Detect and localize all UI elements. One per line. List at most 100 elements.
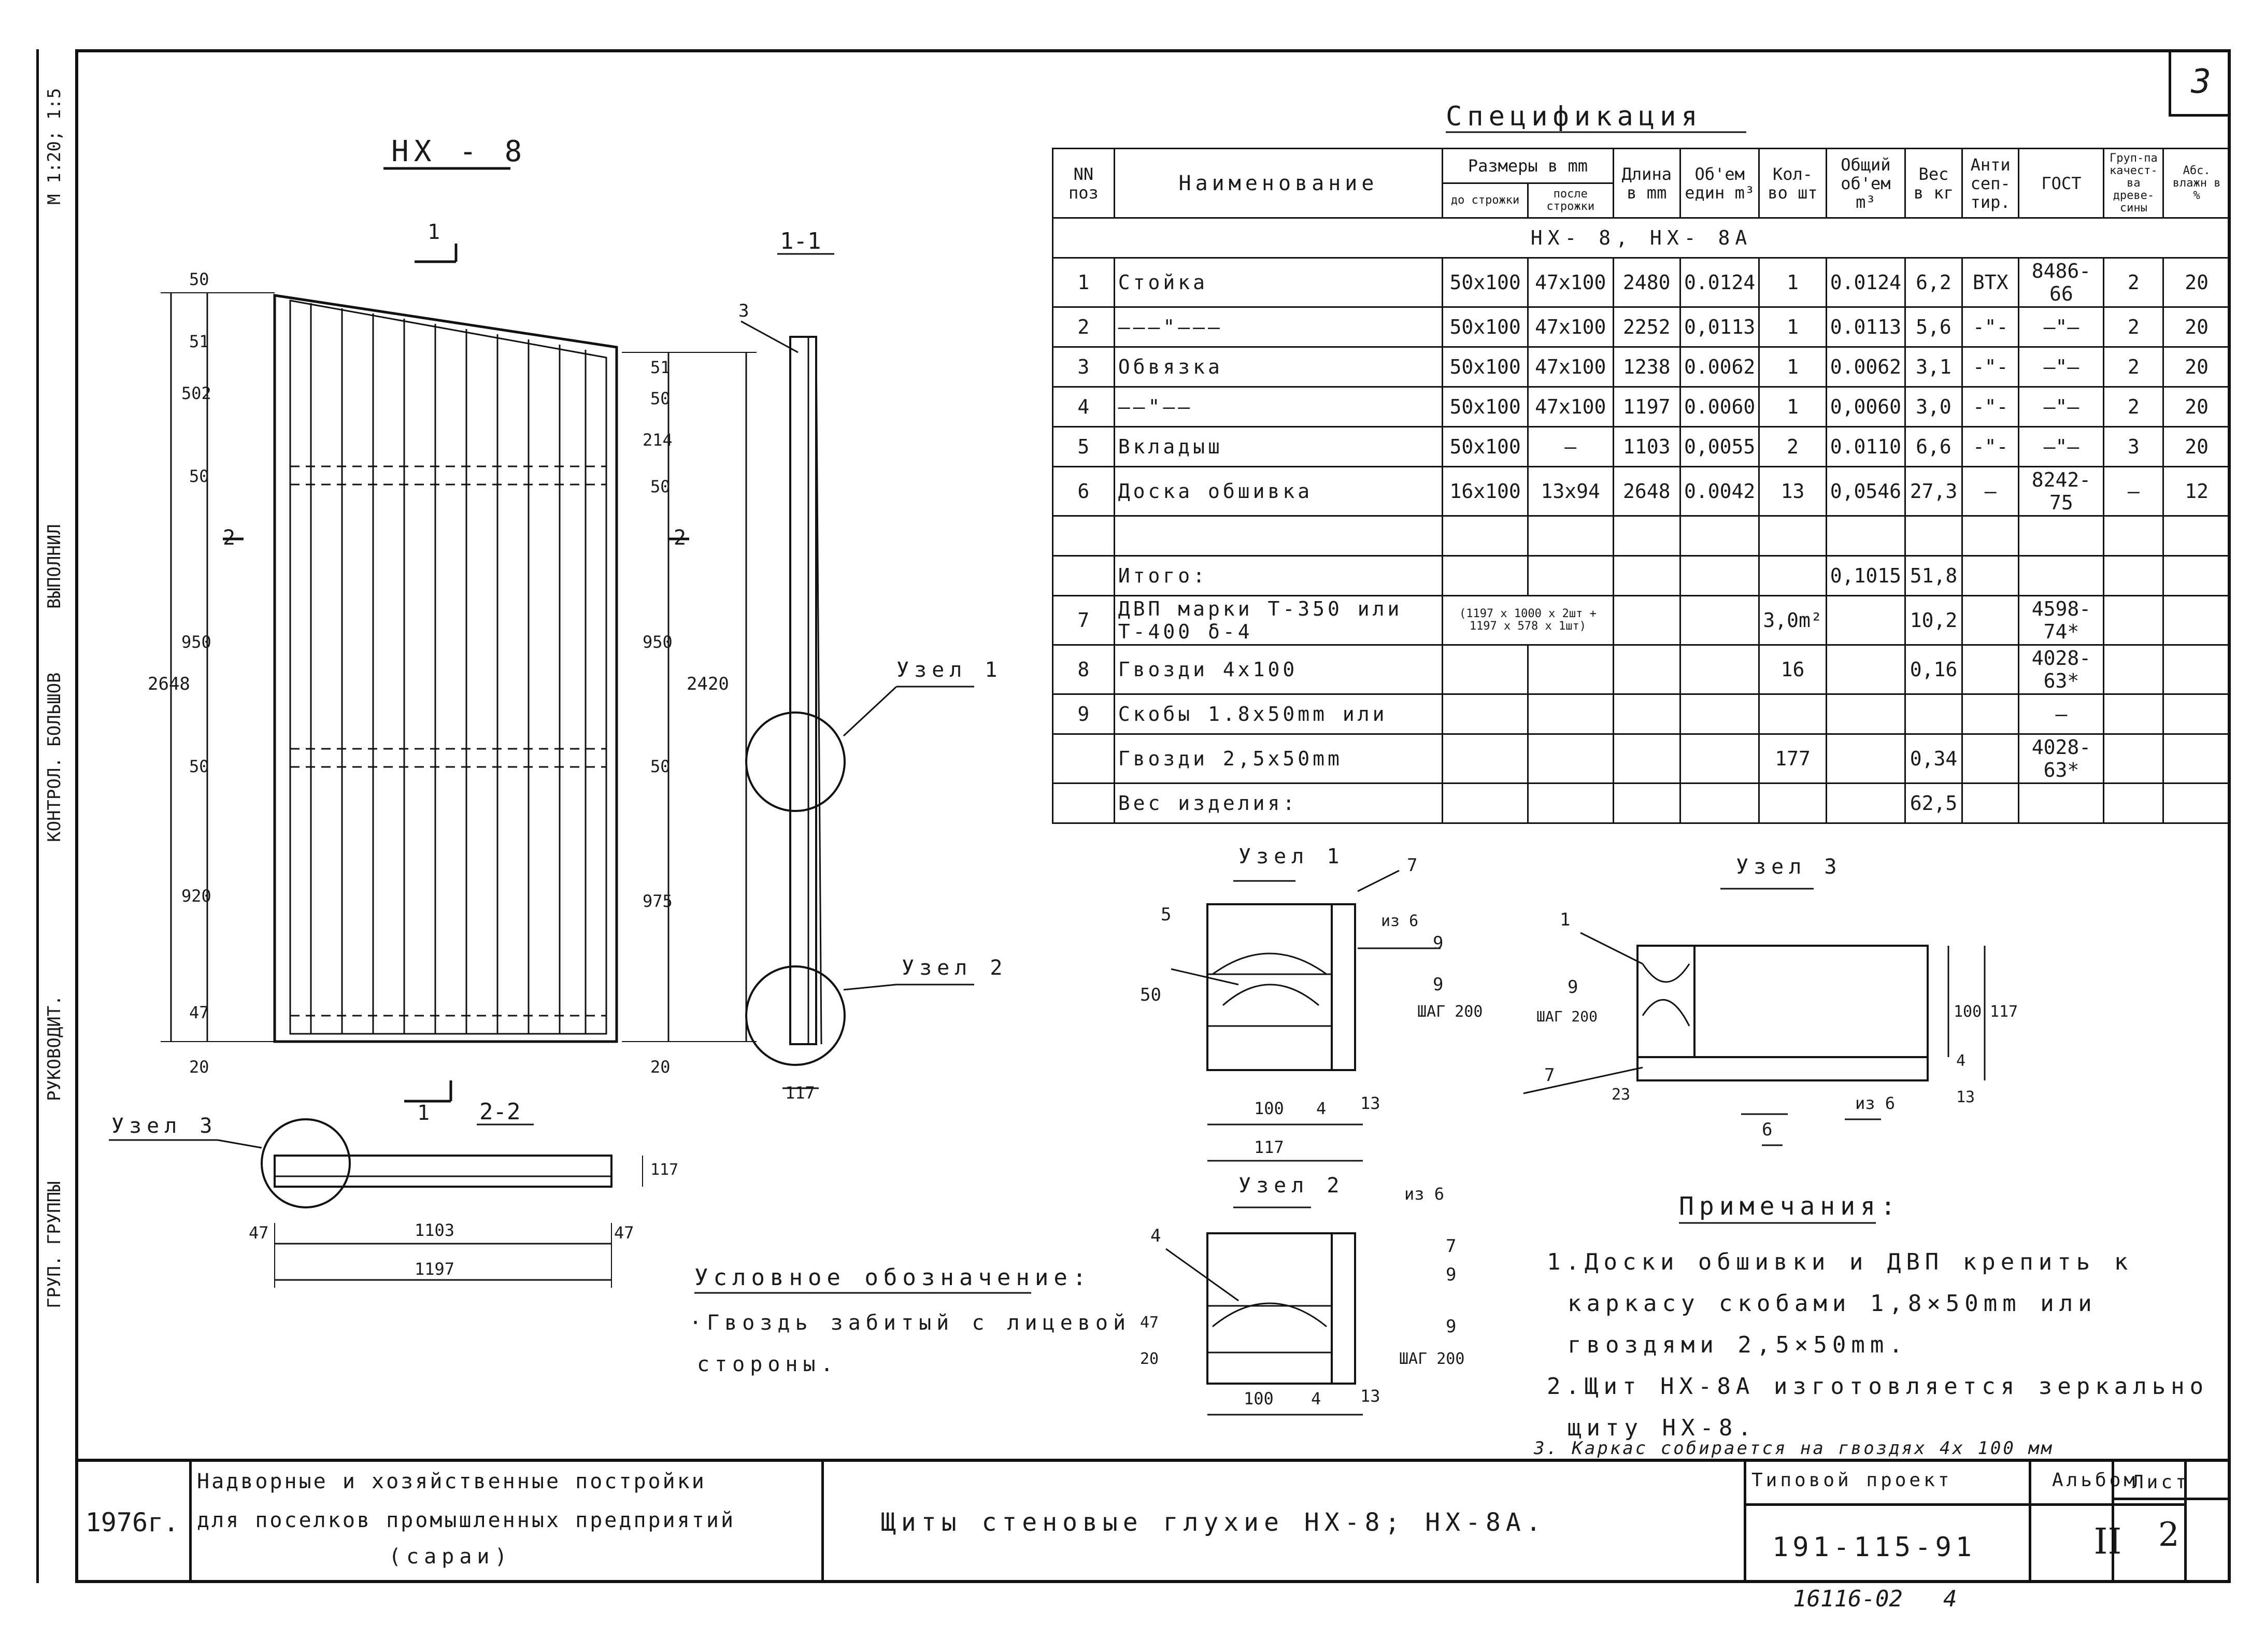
spec-cell: Гвозди 4х100	[1113, 644, 1444, 695]
spec-cell: Обвязка	[1113, 346, 1444, 388]
header-volume-unit: Об'ем един m³	[1679, 148, 1760, 219]
uzel1-title: Узел 1	[1238, 845, 1345, 868]
bottom-stamp: 16116-02	[1793, 1586, 1903, 1612]
spec-cell	[1052, 733, 1115, 784]
spec-cell: 1	[1052, 257, 1115, 308]
spec-cell	[1825, 693, 1906, 735]
title-block-sheet-title: Щиты стеновые глухие НХ-8; НХ-8А.	[824, 1462, 1746, 1583]
spec-cell: Стойка	[1113, 257, 1444, 308]
spec-cell	[1612, 515, 1682, 557]
spec-cell	[1442, 644, 1529, 695]
uzel2-label-step: ШАГ 200	[1399, 1350, 1465, 1368]
sheet-label: Лист	[2132, 1472, 2190, 1493]
spec-cell	[1442, 515, 1529, 557]
uzel1-label-7: 7	[1407, 855, 1418, 876]
spec-cell	[1527, 644, 1614, 695]
title-block-year: 1976г.	[75, 1462, 192, 1583]
spec-cell: 2	[2103, 386, 2164, 428]
notes-title: Примечания:	[1679, 1192, 1901, 1221]
spec-cell: 0.0062	[1825, 346, 1906, 388]
spec-cell: 1238	[1612, 346, 1682, 388]
callout-uzel3: Узел 3	[111, 1114, 218, 1138]
spec-cell	[1825, 515, 1906, 557]
spec-cell: 1103	[1612, 426, 1682, 467]
spec-cell: 27,3	[1904, 466, 1963, 517]
spec-cell: 3	[2103, 426, 2164, 467]
spec-cell: Гвозди 2,5x50mm	[1113, 733, 1444, 784]
dim-right-214: 214	[643, 430, 673, 450]
header-antisept: Анти сеп-тир.	[1961, 148, 2020, 219]
uzel1-label-9a: 9	[1433, 933, 1444, 953]
spec-cell: 20	[2162, 386, 2231, 428]
spec-cell	[1612, 733, 1682, 784]
dim-left-47: 47	[189, 1003, 209, 1022]
spec-cell: Скобы 1.8x50mm или	[1113, 693, 1444, 735]
dim-right-50c: 50	[650, 757, 671, 776]
uzel2-label-4: 4	[1150, 1226, 1161, 1246]
spec-cell: 5	[1052, 426, 1115, 467]
spec-cell: 13x94	[1527, 466, 1614, 517]
spec-cell: 4028-63*	[2018, 644, 2105, 695]
spec-cell	[1442, 555, 1529, 596]
specification-table: NN поз Наименование Размеры в mm Длина в…	[1052, 148, 2231, 824]
header-nn: NN поз	[1052, 148, 1115, 219]
spec-cell	[1758, 693, 1827, 735]
uzel1-label-step: ШАГ 200	[1417, 1003, 1483, 1021]
spec-title: Спецификация	[1446, 101, 1703, 132]
uzel3-label-7: 7	[1544, 1065, 1555, 1086]
spec-cell: 0,0060	[1825, 386, 1906, 428]
spec-cell: 1	[1758, 257, 1827, 308]
uzel3-label-iz6: из 6	[1855, 1093, 1896, 1113]
section-mark-top: 1	[428, 220, 440, 244]
spec-cell: 2	[2103, 257, 2164, 308]
plan-dim-left47: 47	[249, 1223, 269, 1243]
album-label: Альбом	[2052, 1470, 2139, 1491]
uzel3-label-step: ШАГ 200	[1536, 1008, 1598, 1025]
spec-cell	[1825, 782, 1906, 824]
typical-project-label: Типовой проект	[1751, 1470, 1953, 1491]
spec-cell	[1961, 644, 2020, 695]
uzel3-dim-100: 100	[1954, 1003, 1982, 1021]
spec-cell: 6,6	[1904, 426, 1963, 467]
spec-cell	[2103, 555, 2164, 596]
spec-cell: Вкладыш	[1113, 426, 1444, 467]
spec-cell: 0.0110	[1825, 426, 1906, 467]
spec-cell: ВТХ	[1961, 257, 2020, 308]
spec-cell	[2162, 782, 2231, 824]
spec-cell: (1197 x 1000 x 2шт + 1197 x 578 x 1шт)	[1442, 595, 1614, 646]
spec-cell: 0.0124	[1679, 257, 1760, 308]
spec-cell: 177	[1758, 733, 1827, 784]
spec-cell	[2162, 733, 2231, 784]
spec-cell: —	[2018, 693, 2105, 735]
dim-left-502: 502	[181, 383, 211, 403]
spec-cell	[2103, 644, 2164, 695]
uzel1-label-5: 5	[1161, 904, 1172, 925]
spec-cell: 50x100	[1442, 346, 1529, 388]
notes-line-1: 1.Доски обшивки и ДВП крепить к	[1547, 1249, 2133, 1275]
spec-cell: 20	[2162, 346, 2231, 388]
uzel1-dim-100: 100	[1254, 1099, 1284, 1118]
plan-dim-outer: 1197	[415, 1259, 455, 1279]
notes-line-2: каркасу скобами 1,8×50mm или	[1568, 1290, 2097, 1317]
spec-cell	[1961, 693, 2020, 735]
uzel1-dim-13: 13	[1360, 1093, 1380, 1113]
spec-cell	[1527, 555, 1614, 596]
spec-cell	[1679, 555, 1760, 596]
spec-cell: 20	[2162, 306, 2231, 348]
spec-cell	[1612, 644, 1682, 695]
spec-cell	[1612, 782, 1682, 824]
spec-cell	[1612, 693, 1682, 735]
spec-cell: 47x100	[1527, 346, 1614, 388]
spec-cell	[2162, 693, 2231, 735]
spec-row: Вес изделия:62,5	[1052, 782, 2231, 824]
spec-cell	[1442, 693, 1529, 735]
spec-cell	[2103, 515, 2164, 557]
album-value: II	[2093, 1521, 2122, 1562]
spec-cell	[1825, 733, 1906, 784]
header-sizes: Размеры в mm	[1442, 148, 1614, 184]
dim-left-50b: 50	[189, 466, 209, 486]
uzel3-label-6: 6	[1762, 1119, 1773, 1140]
uzel3-dim-4: 4	[1956, 1052, 1966, 1070]
